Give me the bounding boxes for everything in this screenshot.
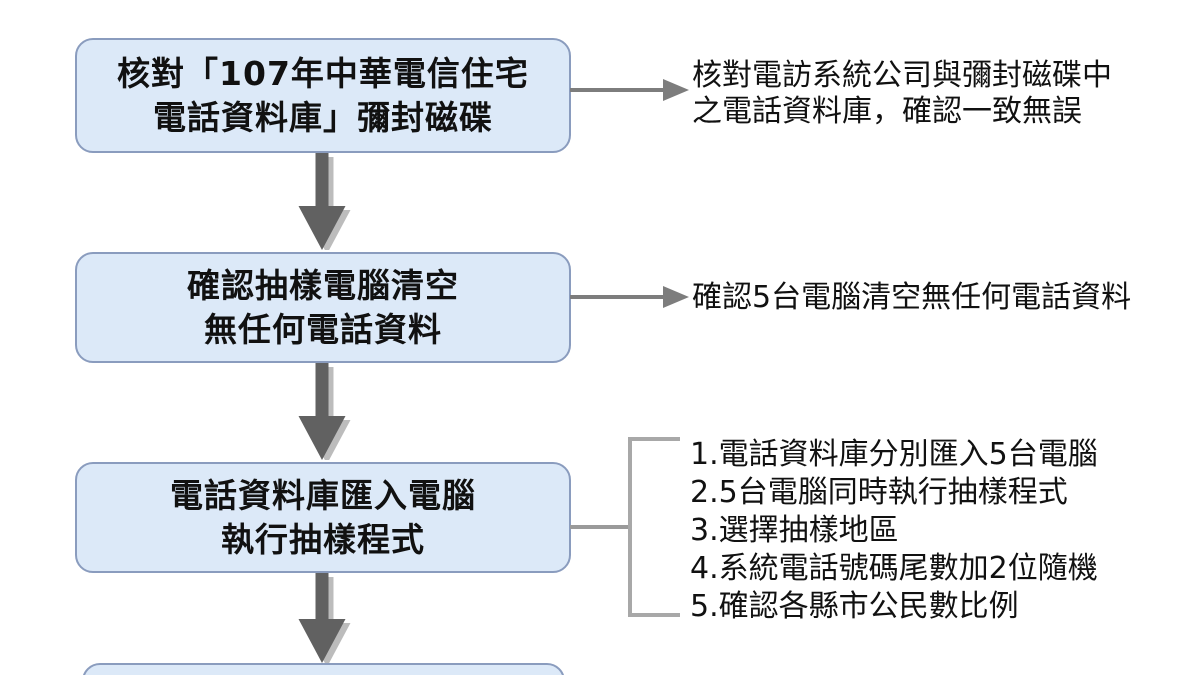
annotation-step3-list: 1.電話資料庫分別匯入5台電腦 2.5台電腦同時執行抽樣程式 3.選擇抽樣地區 … [690,436,1098,626]
right-arrow-icon [570,78,690,102]
list-item-5: 5.確認各縣市公民數比例 [690,589,1019,624]
flow-box-step3: 電話資料庫匯入電腦 執行抽樣程式 [75,462,571,573]
flow-box-step1-line1: 核對「107年中華電信住宅 [117,53,529,93]
connector-line [570,525,628,529]
flow-box-step1: 核對「107年中華電信住宅 電話資料庫」彌封磁碟 [75,38,571,153]
right-arrow-head [663,79,689,101]
right-arrow-icon [570,285,690,309]
flow-box-step3-line1: 電話資料庫匯入電腦 [170,475,476,515]
flow-box-step4-partial [82,663,565,675]
flow-box-step3-line2: 執行抽樣程式 [221,519,425,559]
down-arrow-icon [298,363,351,460]
list-item-4: 4.系統電話號碼尾數加2位隨機 [690,551,1098,586]
bracket-icon [628,437,680,617]
annotation-step1: 核對電訪系統公司與彌封磁碟中 之電話資料庫，確認一致無誤 [692,58,1112,130]
list-item-3: 3.選擇抽樣地區 [690,513,899,548]
list-item-2: 2.5台電腦同時執行抽樣程式 [690,475,1068,510]
list-item-1: 1.電話資料庫分別匯入5台電腦 [690,437,1098,472]
flow-box-step1-line2: 電話資料庫」彌封磁碟 [153,97,493,137]
flow-box-step2-line1: 確認抽樣電腦清空 [187,265,459,305]
right-arrow-head [663,286,689,308]
flow-box-step2: 確認抽樣電腦清空 無任何電話資料 [75,252,571,363]
annotation-step2-line1: 確認5台電腦清空無任何電話資料 [692,280,1132,315]
right-arrow-shaft [570,295,665,299]
right-arrow-shaft [570,88,665,92]
annotation-step1-line2: 之電話資料庫，確認一致無誤 [692,94,1082,129]
annotation-step1-line1: 核對電訪系統公司與彌封磁碟中 [692,58,1112,93]
down-arrow-icon [298,573,351,663]
flow-box-step2-line2: 無任何電話資料 [204,309,442,349]
annotation-step2: 確認5台電腦清空無任何電話資料 [692,280,1131,316]
down-arrow-icon [298,153,351,250]
